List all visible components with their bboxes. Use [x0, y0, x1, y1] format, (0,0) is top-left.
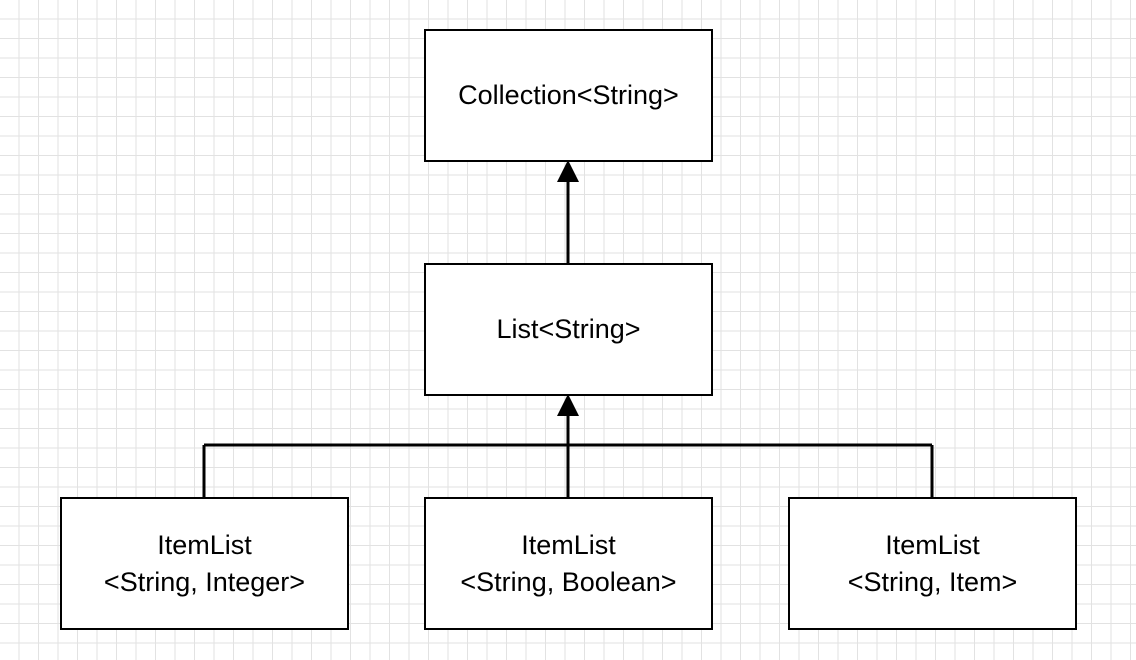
node-itemlist-integer-line2: <String, Integer> — [103, 566, 306, 597]
node-itemlist-boolean-line1: ItemList — [521, 529, 616, 560]
node-itemlist-boolean-line2: <String, Boolean> — [460, 566, 677, 597]
node-collection[interactable]: Collection<String> — [424, 29, 713, 162]
arrowhead-collection — [557, 160, 579, 182]
node-list[interactable]: List<String> — [424, 263, 713, 396]
node-itemlist-item-line1: ItemList — [885, 529, 980, 560]
node-itemlist-item-line2: <String, Item> — [847, 566, 1018, 597]
arrowhead-list — [557, 394, 579, 416]
node-list-label: List<String> — [496, 314, 641, 344]
node-itemlist-item[interactable]: ItemList <String, Item> — [788, 497, 1077, 630]
node-itemlist-integer-line1: ItemList — [157, 529, 252, 560]
node-collection-label: Collection<String> — [458, 80, 679, 110]
node-itemlist-integer[interactable]: ItemList <String, Integer> — [60, 497, 349, 630]
node-itemlist-boolean[interactable]: ItemList <String, Boolean> — [424, 497, 713, 630]
